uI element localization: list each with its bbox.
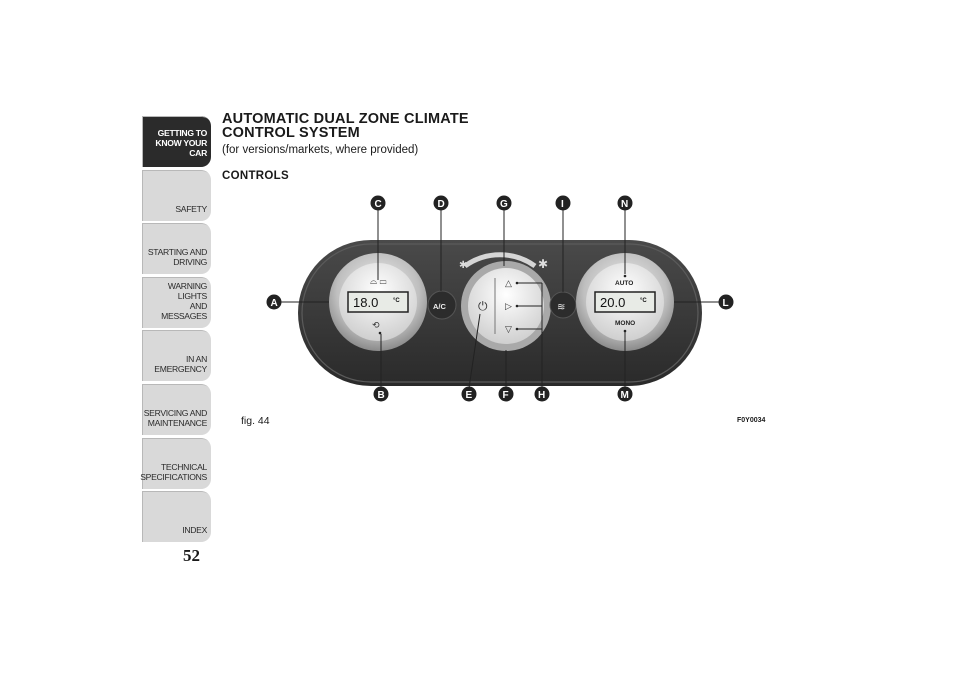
tab-starting-and-driving[interactable]: STARTING AND DRIVING: [142, 223, 211, 275]
tab-safety[interactable]: SAFETY: [142, 169, 211, 221]
callout-n: N: [621, 199, 628, 210]
air-vent-feet-icon: ▽: [505, 324, 512, 334]
tab-label: SAFETY: [175, 203, 207, 214]
led: [378, 331, 382, 335]
tab-warning-lights[interactable]: WARNING LIGHTS AND MESSAGES: [142, 276, 211, 328]
callout-d: D: [438, 199, 445, 210]
tab-label: TECHNICAL SPECIFICATIONS: [140, 461, 207, 482]
tab-in-an-emergency[interactable]: IN AN EMERGENCY: [142, 330, 211, 382]
page-number: 52: [183, 546, 200, 565]
tab-label: STARTING AND DRIVING: [147, 247, 207, 268]
panel-edge: [301, 243, 699, 383]
callout-f: F: [503, 390, 509, 401]
right-temp-display: [594, 291, 656, 313]
fan-high-icon: ✱: [538, 257, 548, 271]
centre-knob-face: [468, 268, 544, 344]
callout-g: G: [500, 199, 508, 210]
tab-getting-to-know-your-car[interactable]: GETTING TO KNOW YOUR CAR: [142, 116, 211, 167]
callout-b: B: [378, 390, 385, 401]
tab-index[interactable]: INDEX: [142, 491, 211, 543]
climate-panel-illustration: ✱ ✱ 18.0 °C ⌓ ▭ ⟲ A/C ⏻ △ ▷ ▽ ≋ 20.0 °C: [266, 195, 734, 402]
fan-low-icon: ✱: [459, 260, 467, 271]
chapter-tabs: GETTING TO KNOW YOUR CAR SAFETY STARTING…: [140, 116, 211, 545]
windshield-defrost-icon: ⌓ ▭: [370, 276, 387, 286]
callout-e: E: [466, 390, 473, 401]
tab-label: WARNING LIGHTS AND MESSAGES: [161, 280, 207, 321]
callout-h: H: [538, 390, 545, 401]
section-subtitle: (for versions/markets, where provided): [222, 144, 419, 156]
tab-label: INDEX: [182, 525, 207, 536]
figure-code: F0Y0034: [737, 417, 766, 424]
left-temp-unit: °C: [393, 298, 400, 304]
left-temp-value: 18.0: [353, 295, 378, 310]
power-off-icon: ⏻: [478, 299, 488, 313]
ac-label: A/C: [433, 302, 447, 311]
air-vent-up-icon: △: [505, 278, 512, 288]
rear-defrost-icon: ≋: [557, 302, 565, 313]
climate-control-figure: ✱ ✱ 18.0 °C ⌓ ▭ ⟲ A/C ⏻ △ ▷ ▽ ≋ 20.0 °C: [240, 182, 760, 412]
section-heading: CONTROLS: [222, 170, 289, 182]
callout-c: C: [375, 199, 382, 210]
right-temp-unit: °C: [640, 298, 647, 304]
mono-label: MONO: [615, 320, 635, 327]
led: [623, 329, 627, 333]
callouts: A B C D E F G H I L M N: [266, 195, 734, 402]
auto-label: AUTO: [615, 280, 633, 287]
fan-speed-arc: [463, 252, 537, 269]
tab-label: GETTING TO KNOW YOUR CAR: [155, 128, 207, 158]
recirculation-icon: ⟲: [372, 320, 380, 330]
tab-servicing-and-maintenance[interactable]: SERVICING AND MAINTENANCE: [142, 383, 211, 435]
led: [623, 274, 627, 278]
tab-label: SERVICING AND MAINTENANCE: [143, 407, 208, 428]
figure-caption: fig. 44: [241, 415, 270, 427]
left-temp-display: [347, 291, 409, 313]
callout-a: A: [271, 298, 278, 309]
callout-l: L: [723, 298, 729, 309]
tab-technical-specifications[interactable]: TECHNICAL SPECIFICATIONS: [140, 437, 211, 489]
air-vent-centre-icon: ▷: [505, 301, 512, 311]
leader-lines: [280, 210, 719, 389]
ac-button[interactable]: [427, 290, 457, 320]
callout-m: M: [621, 390, 629, 401]
callout-i: I: [561, 199, 564, 210]
tab-label: IN AN EMERGENCY: [154, 354, 207, 375]
right-temp-value: 20.0: [600, 295, 625, 310]
section-title: AUTOMATIC DUAL ZONE CLIMATE CONTROL SYST…: [222, 111, 469, 141]
